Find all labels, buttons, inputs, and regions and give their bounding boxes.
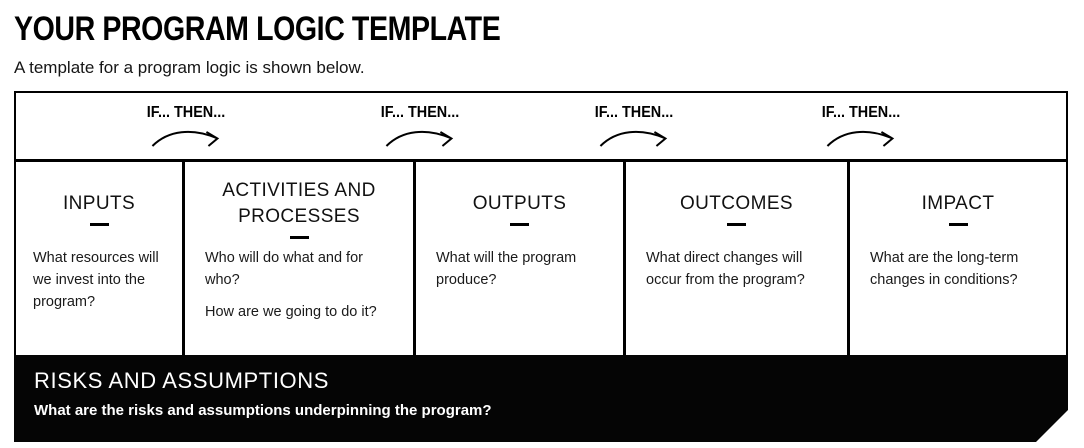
column-body: What resources will we invest into the p… xyxy=(16,245,182,313)
column-question: What are the long-term changes in condit… xyxy=(870,250,1019,288)
if-then-connector-3: IF... THEN... xyxy=(590,104,677,150)
risks-question: What are the risks and assumptions under… xyxy=(34,402,492,419)
program-logic-template-page: YOUR PROGRAM LOGIC TEMPLATE A template f… xyxy=(14,10,1068,442)
column-inputs: INPUTS What resources will we invest int… xyxy=(16,162,185,355)
column-question: How are we going to do it? xyxy=(205,303,377,320)
if-then-label: IF... THEN... xyxy=(380,104,460,121)
column-body: Who will do what and for who? How are we… xyxy=(185,245,413,323)
column-header: OUTCOMES xyxy=(626,162,847,245)
column-body: What are the long-term changes in condit… xyxy=(850,245,1066,292)
column-heading: OUTPUTS xyxy=(472,193,567,215)
risks-heading: RISKS AND ASSUMPTIONS xyxy=(34,368,330,393)
risks-and-assumptions-bar: RISKS AND ASSUMPTIONS What are the risks… xyxy=(14,355,1068,442)
column-heading: IMPACT xyxy=(921,193,995,215)
column-outputs: OUTPUTS What will the program produce? xyxy=(416,162,626,355)
logic-columns-row: INPUTS What resources will we invest int… xyxy=(16,162,1066,355)
heading-dash xyxy=(289,235,309,239)
if-then-connector-1: IF... THEN... xyxy=(142,104,229,150)
curved-right-arrow-icon xyxy=(599,130,667,147)
column-impact: IMPACT What are the long-term changes in… xyxy=(850,162,1066,355)
column-heading: INPUTS xyxy=(62,193,136,215)
if-then-label: IF... THEN... xyxy=(146,104,226,121)
column-heading: OUTCOMES xyxy=(680,193,793,215)
if-then-connector-2: IF... THEN... xyxy=(376,104,463,150)
column-outcomes: OUTCOMES What direct changes will occur … xyxy=(626,162,850,355)
column-header: INPUTS xyxy=(16,162,182,245)
if-then-label: IF... THEN... xyxy=(594,104,674,121)
curved-right-arrow-icon xyxy=(385,130,453,147)
curved-right-arrow-icon xyxy=(151,130,219,147)
page-title: YOUR PROGRAM LOGIC TEMPLATE xyxy=(14,10,501,48)
column-activities-and-processes: ACTIVITIES AND PROCESSES Who will do wha… xyxy=(185,162,416,355)
if-then-label: IF... THEN... xyxy=(821,104,901,121)
column-header: IMPACT xyxy=(850,162,1066,245)
if-then-connector-4: IF... THEN... xyxy=(817,104,904,150)
curved-right-arrow-icon xyxy=(826,130,894,147)
column-body: What will the program produce? xyxy=(416,245,623,292)
column-header: OUTPUTS xyxy=(416,162,623,245)
logic-table: IF... THEN... IF... THEN... IF... THEN..… xyxy=(14,91,1068,355)
heading-dash xyxy=(510,222,529,226)
column-heading: ACTIVITIES AND PROCESSES xyxy=(222,180,376,227)
heading-dash xyxy=(727,222,746,226)
column-header: ACTIVITIES AND PROCESSES xyxy=(185,162,413,245)
column-question: What resources will we invest into the p… xyxy=(33,250,159,310)
column-question: What will the program produce? xyxy=(436,250,577,288)
heading-dash xyxy=(948,222,968,226)
column-question: Who will do what and for who? xyxy=(205,250,363,288)
column-question: What direct changes will occur from the … xyxy=(646,250,805,288)
page-subtitle: A template for a program logic is shown … xyxy=(14,58,365,77)
column-body: What direct changes will occur from the … xyxy=(626,245,847,292)
heading-dash xyxy=(89,222,109,226)
if-then-connector-row: IF... THEN... IF... THEN... IF... THEN..… xyxy=(16,93,1066,162)
